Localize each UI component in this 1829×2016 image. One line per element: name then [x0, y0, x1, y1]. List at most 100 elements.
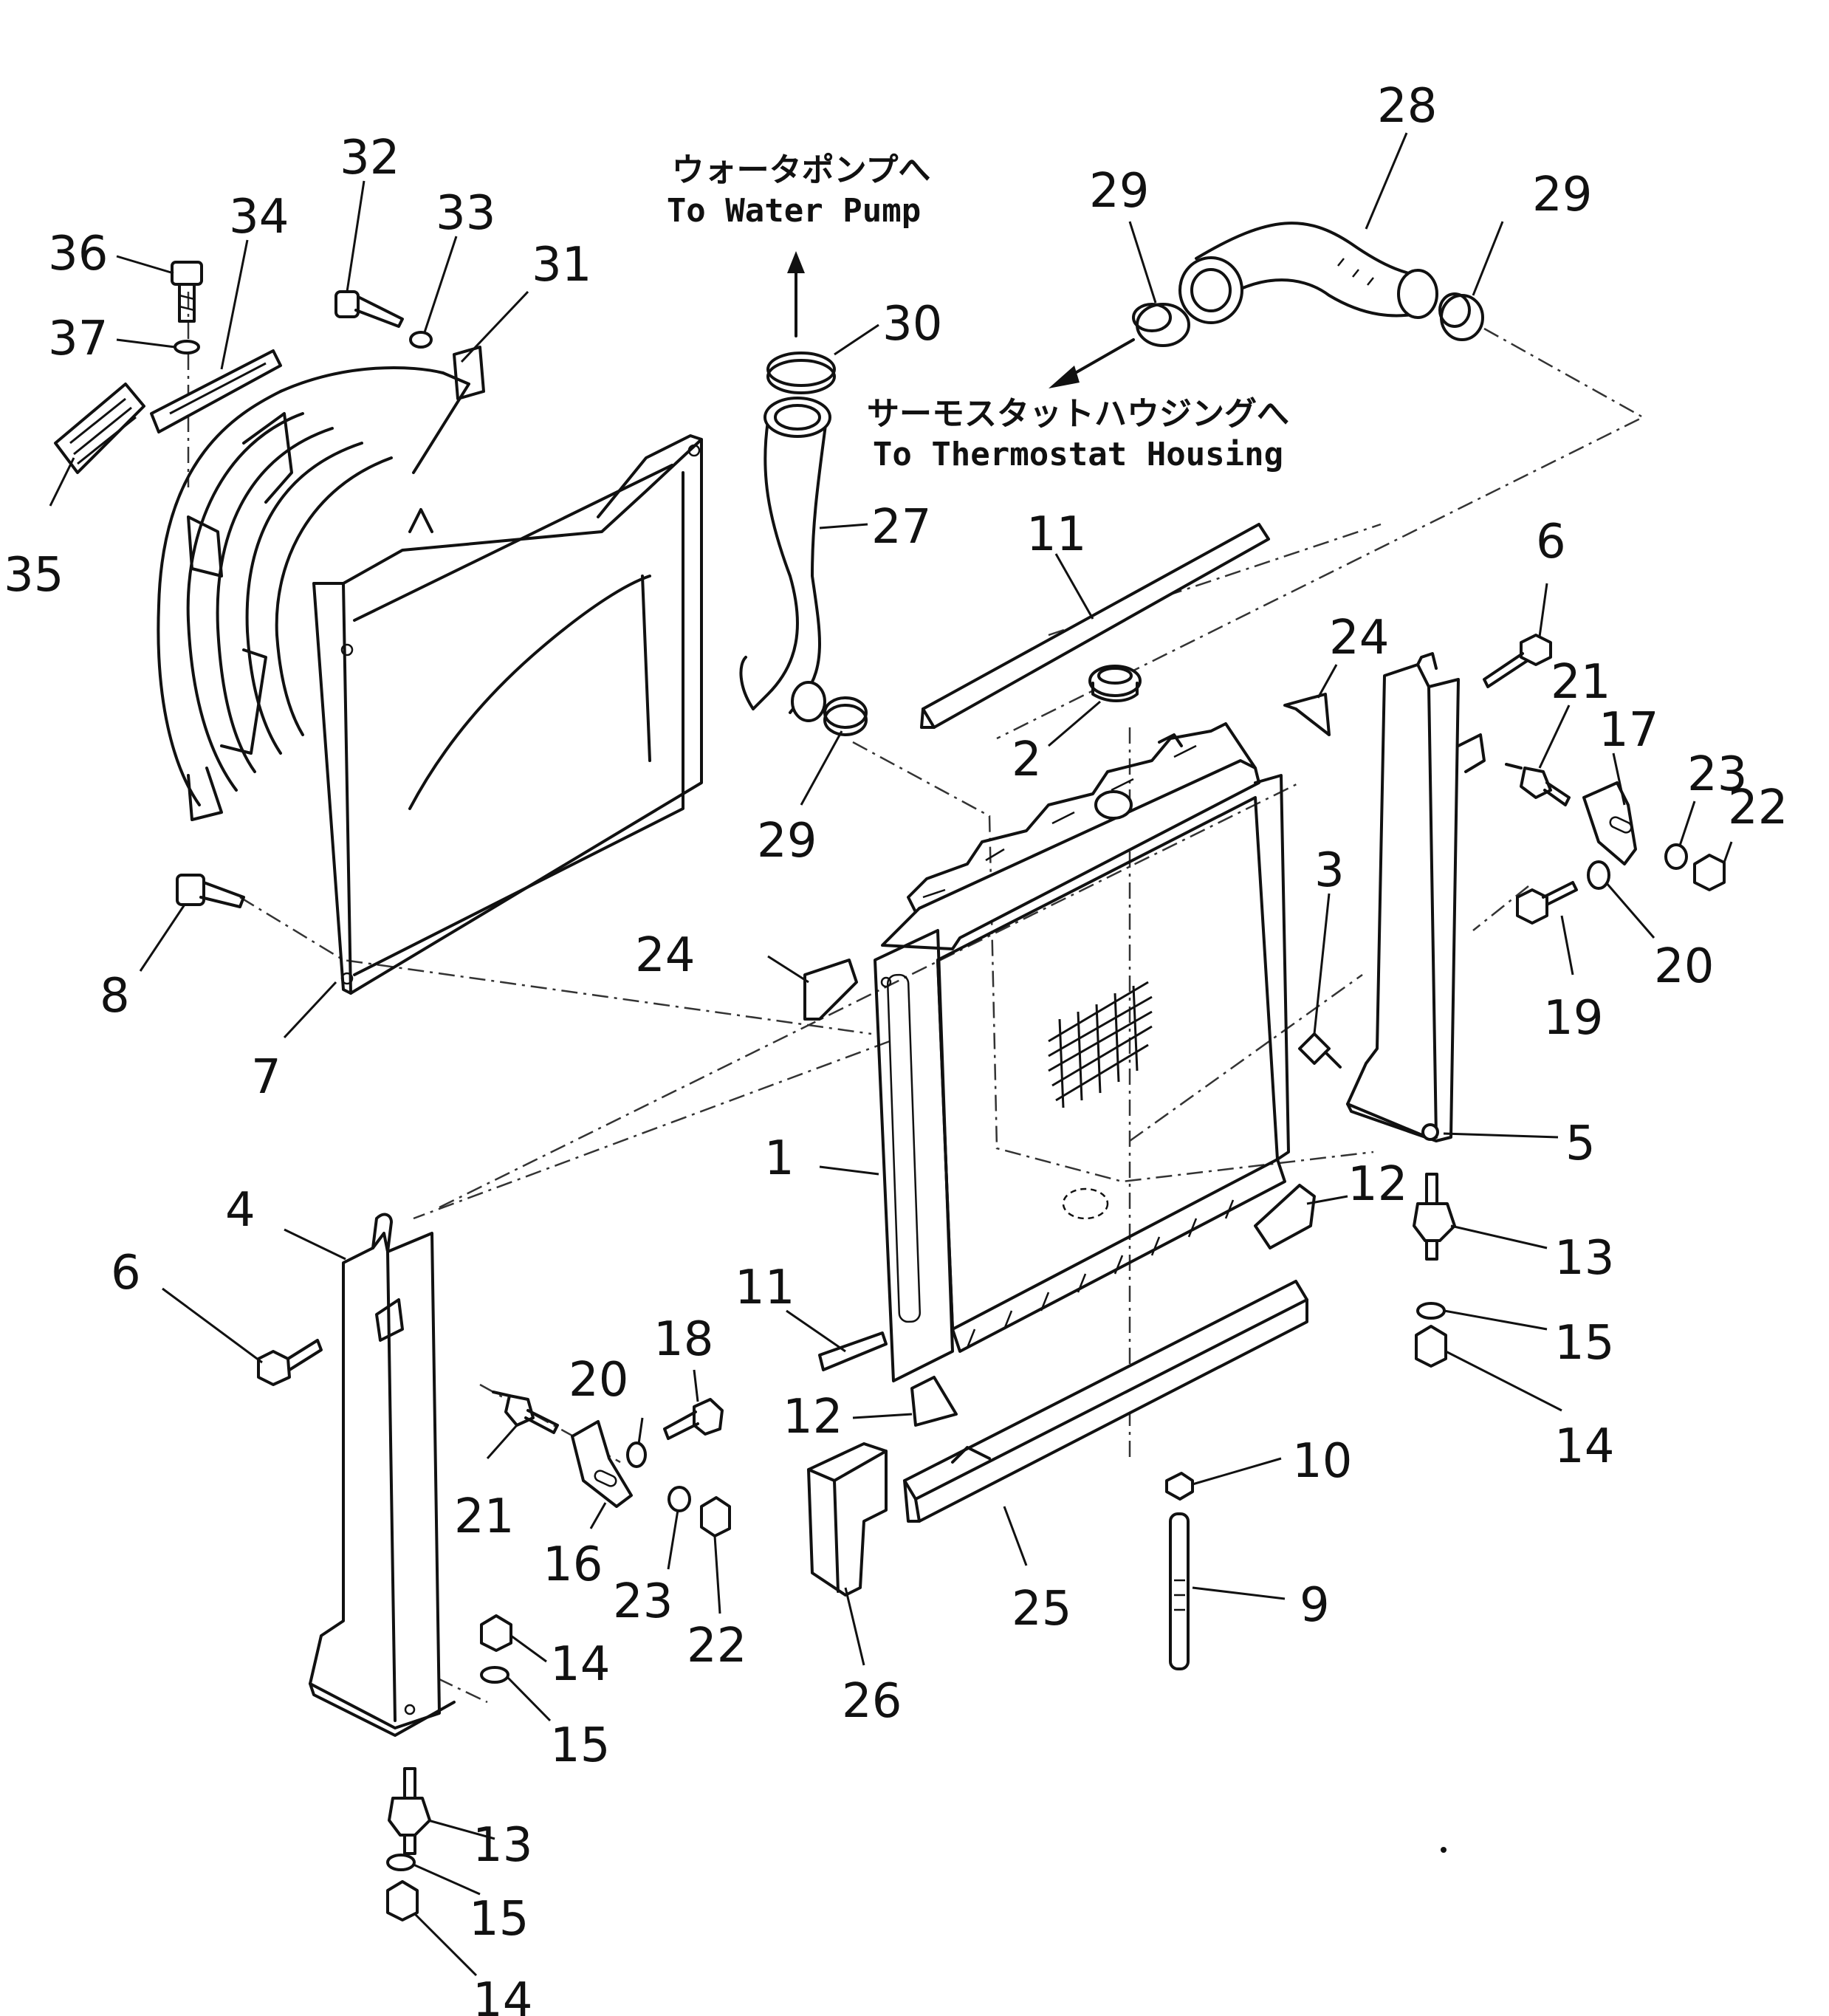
nut-14-left-upper	[480, 1614, 512, 1652]
callout-15-left-lower: 15	[469, 1892, 529, 1947]
callout-21-left: 21	[454, 1489, 514, 1544]
callout-21-right: 21	[1551, 655, 1610, 710]
callout-25: 25	[1012, 1582, 1071, 1636]
callout-13-left: 13	[473, 1818, 532, 1873]
callout-11-top: 11	[1026, 507, 1086, 562]
callout-30: 30	[882, 297, 942, 352]
callout-32: 32	[340, 131, 399, 185]
fan-guard	[157, 346, 485, 821]
nut-10	[1165, 1472, 1194, 1501]
callout-5: 5	[1565, 1117, 1596, 1171]
bolt-19	[1516, 881, 1578, 925]
wedge-12-right	[1254, 1184, 1316, 1249]
washer-23-right	[1664, 843, 1688, 870]
callout-15-right: 15	[1554, 1316, 1614, 1371]
plate-17	[1582, 781, 1637, 865]
nut-14-left-lower	[386, 1880, 419, 1921]
upper-hose-27	[739, 397, 831, 722]
callout-20-left: 20	[569, 1353, 628, 1408]
callout-26: 26	[842, 1674, 902, 1729]
callout-24-left: 24	[635, 928, 695, 983]
bracket-4	[309, 1213, 456, 1737]
callout-14-left-lower: 14	[473, 1973, 532, 2016]
leader-lines	[49, 132, 1733, 1977]
callout-29-middle: 29	[757, 814, 817, 868]
washer-15-left-lower	[386, 1854, 416, 1871]
callout-14-left-upper: 14	[550, 1637, 610, 1692]
callout-19: 19	[1543, 991, 1603, 1046]
support-25	[903, 1280, 1308, 1523]
arrow-water-pump	[787, 251, 805, 337]
captions: ウォータポンプへ To Water Pump サーモスタットハウジングへ To …	[667, 151, 1289, 473]
callout-labels: 1 2 3 4 5 6 6 7 8 9 10 11 11 12 12 13 13…	[4, 79, 1788, 2016]
callout-37: 37	[48, 312, 108, 366]
callout-31: 31	[532, 238, 591, 292]
shroud-7	[312, 434, 703, 995]
washer-23-left	[668, 1486, 691, 1512]
seal-11-bottom	[818, 1331, 888, 1371]
mount-13-right	[1413, 1173, 1456, 1261]
callout-22-left: 22	[687, 1619, 747, 1673]
cover-26	[807, 1442, 888, 1597]
clamp-29b	[1132, 303, 1190, 347]
callout-35: 35	[4, 548, 64, 603]
callout-11-bottom: 11	[735, 1261, 795, 1315]
clamp-30	[766, 352, 836, 394]
callout-16: 16	[543, 1537, 603, 1592]
callout-7: 7	[251, 1050, 281, 1105]
callout-29-top-right: 29	[1532, 168, 1592, 222]
washer-33	[409, 331, 433, 349]
callout-17: 17	[1599, 703, 1658, 758]
callout-6-left: 6	[111, 1246, 141, 1300]
cap-2	[1088, 665, 1142, 702]
callout-18: 18	[653, 1312, 713, 1367]
washer-37	[174, 340, 200, 354]
drain-cock-3	[1298, 1032, 1342, 1069]
nut-14-right	[1415, 1325, 1447, 1368]
hose-28	[1178, 222, 1438, 324]
caption-thermostat-jp: サーモスタットハウジングへ	[867, 395, 1289, 433]
callout-2: 2	[1012, 733, 1042, 787]
mount-13-left	[388, 1767, 431, 1855]
clamp-29a	[823, 696, 868, 736]
washer-20-left	[626, 1441, 647, 1468]
callout-27: 27	[871, 500, 931, 555]
bolt-6-left	[257, 1339, 323, 1386]
callout-33: 33	[436, 186, 495, 241]
washer-15-right	[1416, 1302, 1446, 1320]
callout-1: 1	[764, 1131, 795, 1186]
clamp-29c	[1438, 292, 1484, 341]
speck	[1441, 1847, 1447, 1853]
seal-11-top	[920, 523, 1270, 729]
callout-10: 10	[1292, 1434, 1352, 1489]
nut-22-left	[700, 1496, 731, 1537]
callout-13-right: 13	[1554, 1231, 1614, 1286]
callout-12-left: 12	[783, 1390, 843, 1444]
radiator-1	[874, 722, 1290, 1382]
bracket-5	[1346, 652, 1486, 1142]
guard-plate-35	[54, 383, 145, 474]
callout-29-top-left: 29	[1089, 164, 1149, 219]
bolt-8	[176, 874, 245, 908]
callout-3: 3	[1314, 843, 1345, 898]
stud-21-left	[492, 1391, 559, 1434]
callout-6-right: 6	[1536, 515, 1566, 569]
guard-strip-34	[150, 349, 282, 433]
assembly-lines	[187, 292, 1645, 1704]
washer-20-right	[1587, 860, 1610, 890]
callout-34: 34	[229, 190, 289, 244]
core-mesh	[1048, 981, 1153, 1108]
callout-12-right: 12	[1348, 1157, 1407, 1212]
callout-15-left-upper: 15	[550, 1718, 610, 1773]
callout-4: 4	[225, 1183, 255, 1238]
bolt-32	[334, 290, 404, 328]
plate-16	[571, 1420, 633, 1508]
wedge-24-right	[1283, 693, 1331, 736]
stud-21-right	[1505, 763, 1571, 806]
callout-8: 8	[100, 969, 130, 1024]
bolt-18	[663, 1398, 724, 1440]
caption-thermostat-en: To Thermostat Housing	[873, 436, 1283, 473]
callout-9: 9	[1300, 1578, 1330, 1633]
arrow-thermostat	[1049, 338, 1135, 388]
